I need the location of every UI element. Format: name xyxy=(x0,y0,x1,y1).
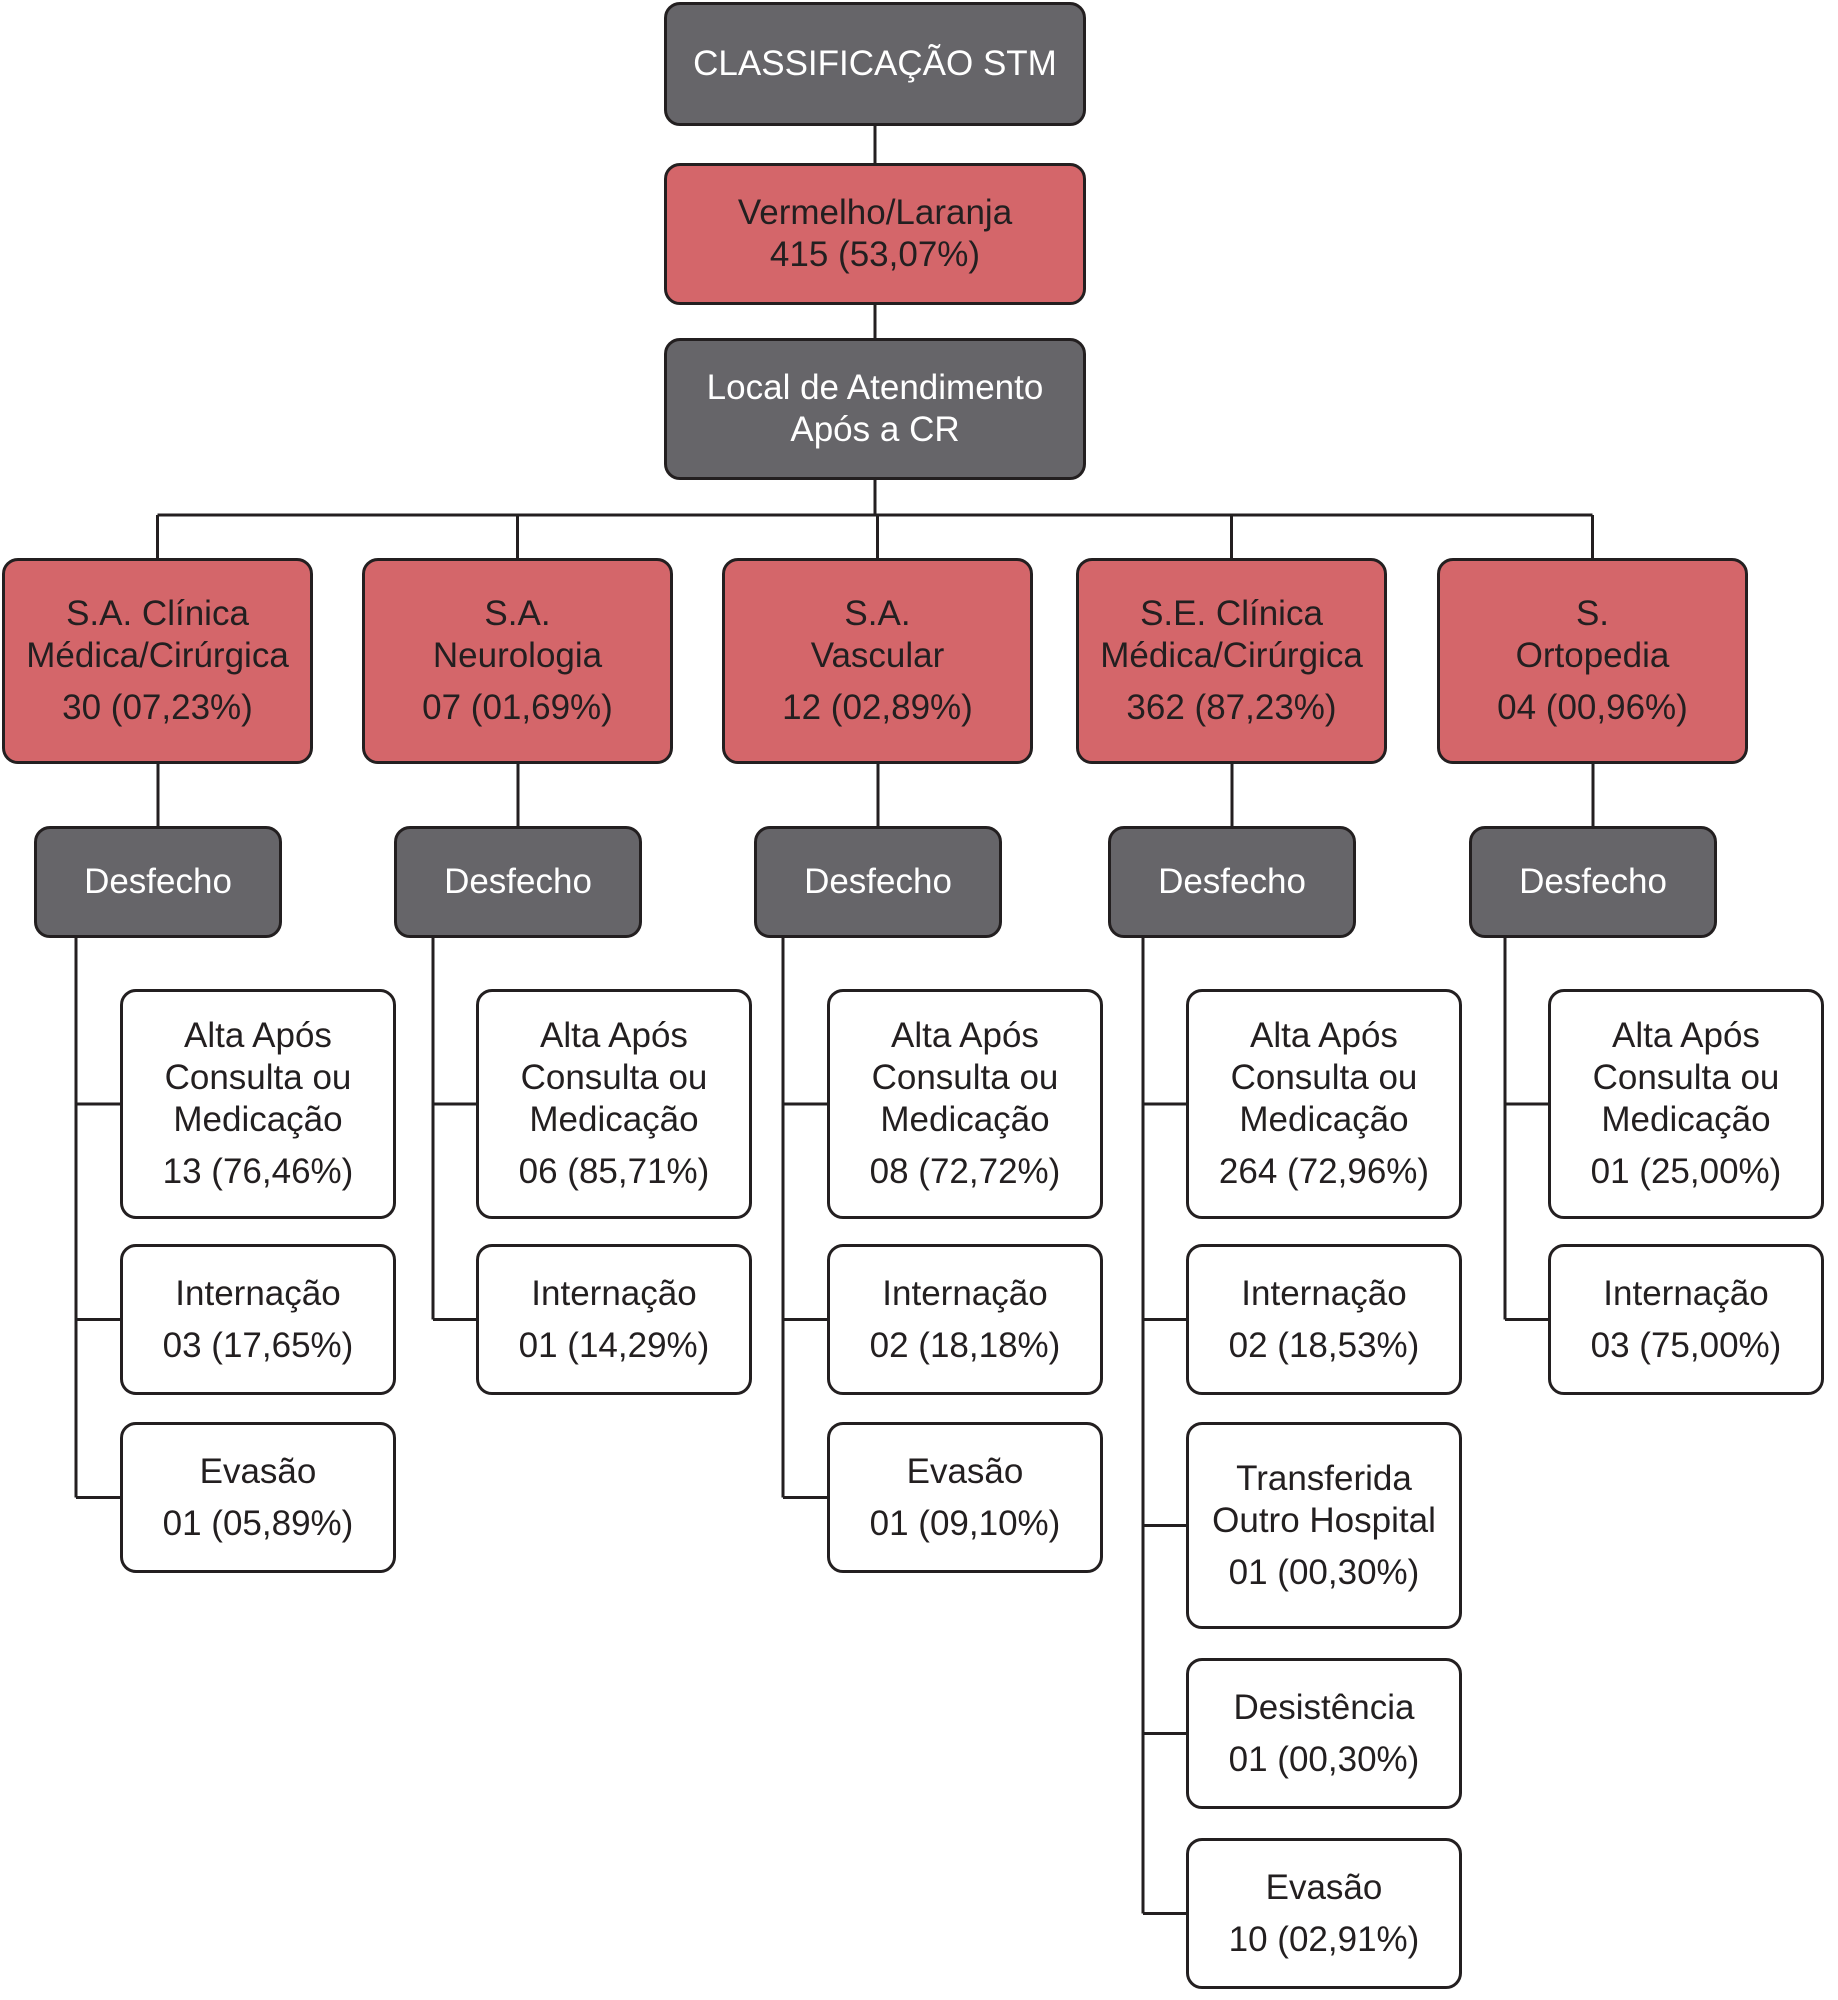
outcome-header-label: Desfecho xyxy=(1519,862,1667,901)
location-box: Local de Atendimento Após a CR xyxy=(664,338,1086,480)
sector-value: 07 (01,69%) xyxy=(422,688,613,727)
outcome-label-line: Alta Após xyxy=(184,1016,332,1055)
outcome-value: 10 (02,91%) xyxy=(1228,1919,1420,1959)
outcome-label-line: Medicação xyxy=(880,1100,1050,1139)
sector-name-line1: S.E. Clínica xyxy=(1140,594,1323,633)
outcome-header-label: Desfecho xyxy=(804,862,952,901)
sector-name-line1: S. xyxy=(1575,594,1610,633)
outcome-box: Evasão 01 (09,10%) xyxy=(827,1422,1103,1573)
outcome-label-line: Medicação xyxy=(529,1100,699,1139)
outcome-value: 03 (75,00%) xyxy=(1590,1325,1782,1365)
outcome-value: 01 (00,30%) xyxy=(1228,1552,1420,1592)
outcome-header-box: Desfecho xyxy=(754,826,1002,938)
outcome-label-line: Alta Após xyxy=(1612,1016,1760,1055)
sector-box: S.A.Vascular 12 (02,89%) xyxy=(722,558,1033,764)
outcome-label-line: Evasão xyxy=(1265,1867,1383,1907)
outcome-label-line: Consulta ou xyxy=(871,1058,1059,1097)
outcome-label-line: Transferida xyxy=(1236,1458,1412,1498)
outcome-box: Internação 01 (14,29%) xyxy=(476,1244,752,1395)
outcome-value: 01 (00,30%) xyxy=(1228,1739,1420,1779)
outcome-label-line: Consulta ou xyxy=(1592,1058,1780,1097)
outcome-label-line: Internação xyxy=(1603,1273,1769,1313)
outcome-label-line: Consulta ou xyxy=(164,1058,352,1097)
outcome-value: 01 (14,29%) xyxy=(518,1325,710,1365)
outcome-value: 02 (18,18%) xyxy=(869,1325,1061,1365)
outcome-label-line: Medicação xyxy=(1239,1100,1409,1139)
outcome-value: 02 (18,53%) xyxy=(1228,1325,1420,1365)
outcome-box: Desistência 01 (00,30%) xyxy=(1186,1658,1462,1809)
outcome-box: Internação 03 (75,00%) xyxy=(1548,1244,1824,1395)
outcome-label-line: Alta Após xyxy=(540,1016,688,1055)
outcome-value: 06 (85,71%) xyxy=(518,1152,710,1191)
outcome-label-line: Consulta ou xyxy=(1230,1058,1418,1097)
location-line1: Local de Atendimento xyxy=(706,368,1044,407)
location-line2: Após a CR xyxy=(790,410,960,449)
root-title: CLASSIFICAÇÃO STM xyxy=(693,44,1057,83)
outcome-value: 01 (05,89%) xyxy=(162,1503,354,1543)
outcome-header-label: Desfecho xyxy=(1158,862,1306,901)
category-box: Vermelho/Laranja 415 (53,07%) xyxy=(664,163,1086,305)
outcome-label-line: Desistência xyxy=(1233,1687,1415,1727)
sector-box: S.A.Neurologia 07 (01,69%) xyxy=(362,558,673,764)
sector-name-line1: S.A. xyxy=(844,594,911,633)
sector-name-line1: S.A. Clínica xyxy=(66,594,249,633)
outcome-value: 01 (09,10%) xyxy=(869,1503,1061,1543)
outcome-label-line: Internação xyxy=(531,1273,697,1313)
root-box: CLASSIFICAÇÃO STM xyxy=(664,2,1086,126)
outcome-label-line: Medicação xyxy=(173,1100,343,1139)
outcome-box: Internação 02 (18,53%) xyxy=(1186,1244,1462,1395)
outcome-box: Evasão 01 (05,89%) xyxy=(120,1422,396,1573)
outcome-label-line: Internação xyxy=(1241,1273,1407,1313)
sector-value: 12 (02,89%) xyxy=(782,688,973,727)
outcome-label-line: Alta Após xyxy=(891,1016,1039,1055)
category-label: Vermelho/Laranja xyxy=(737,193,1013,232)
outcome-header-label: Desfecho xyxy=(84,862,232,901)
outcome-label-line: Consulta ou xyxy=(520,1058,708,1097)
outcome-header-box: Desfecho xyxy=(34,826,282,938)
sector-name-line1: S.A. xyxy=(484,594,551,633)
outcome-value: 08 (72,72%) xyxy=(869,1152,1061,1191)
outcome-label-line: Alta Após xyxy=(1250,1016,1398,1055)
outcome-header-box: Desfecho xyxy=(394,826,642,938)
sector-value: 362 (87,23%) xyxy=(1126,688,1337,727)
outcome-header-box: Desfecho xyxy=(1469,826,1717,938)
outcome-label-line: Evasão xyxy=(199,1451,317,1491)
outcome-label-line: Internação xyxy=(882,1273,1048,1313)
sector-name-line2: Médica/Cirúrgica xyxy=(26,636,289,675)
sector-name-line2: Vascular xyxy=(810,636,945,675)
outcome-header-box: Desfecho xyxy=(1108,826,1356,938)
outcome-box: Evasão 10 (02,91%) xyxy=(1186,1838,1462,1989)
outcome-label-line: Medicação xyxy=(1601,1100,1771,1139)
sector-name-line2: Ortopedia xyxy=(1515,636,1670,675)
outcome-value: 01 (25,00%) xyxy=(1590,1152,1782,1191)
category-value: 415 (53,07%) xyxy=(769,235,981,274)
sector-value: 30 (07,23%) xyxy=(62,688,253,727)
outcome-value: 13 (76,46%) xyxy=(162,1152,354,1191)
outcome-label-line: Outro Hospital xyxy=(1212,1500,1436,1540)
outcome-header-label: Desfecho xyxy=(444,862,592,901)
sector-name-line2: Neurologia xyxy=(432,636,603,675)
sector-value: 04 (00,96%) xyxy=(1497,688,1688,727)
outcome-label-line: Evasão xyxy=(906,1451,1024,1491)
outcome-value: 264 (72,96%) xyxy=(1218,1152,1430,1191)
sector-box: S.Ortopedia 04 (00,96%) xyxy=(1437,558,1748,764)
outcome-label-line: Internação xyxy=(175,1273,341,1313)
sector-name-line2: Médica/Cirúrgica xyxy=(1100,636,1363,675)
outcome-box: Internação 03 (17,65%) xyxy=(120,1244,396,1395)
outcome-value: 03 (17,65%) xyxy=(162,1325,354,1365)
outcome-box: Internação 02 (18,18%) xyxy=(827,1244,1103,1395)
